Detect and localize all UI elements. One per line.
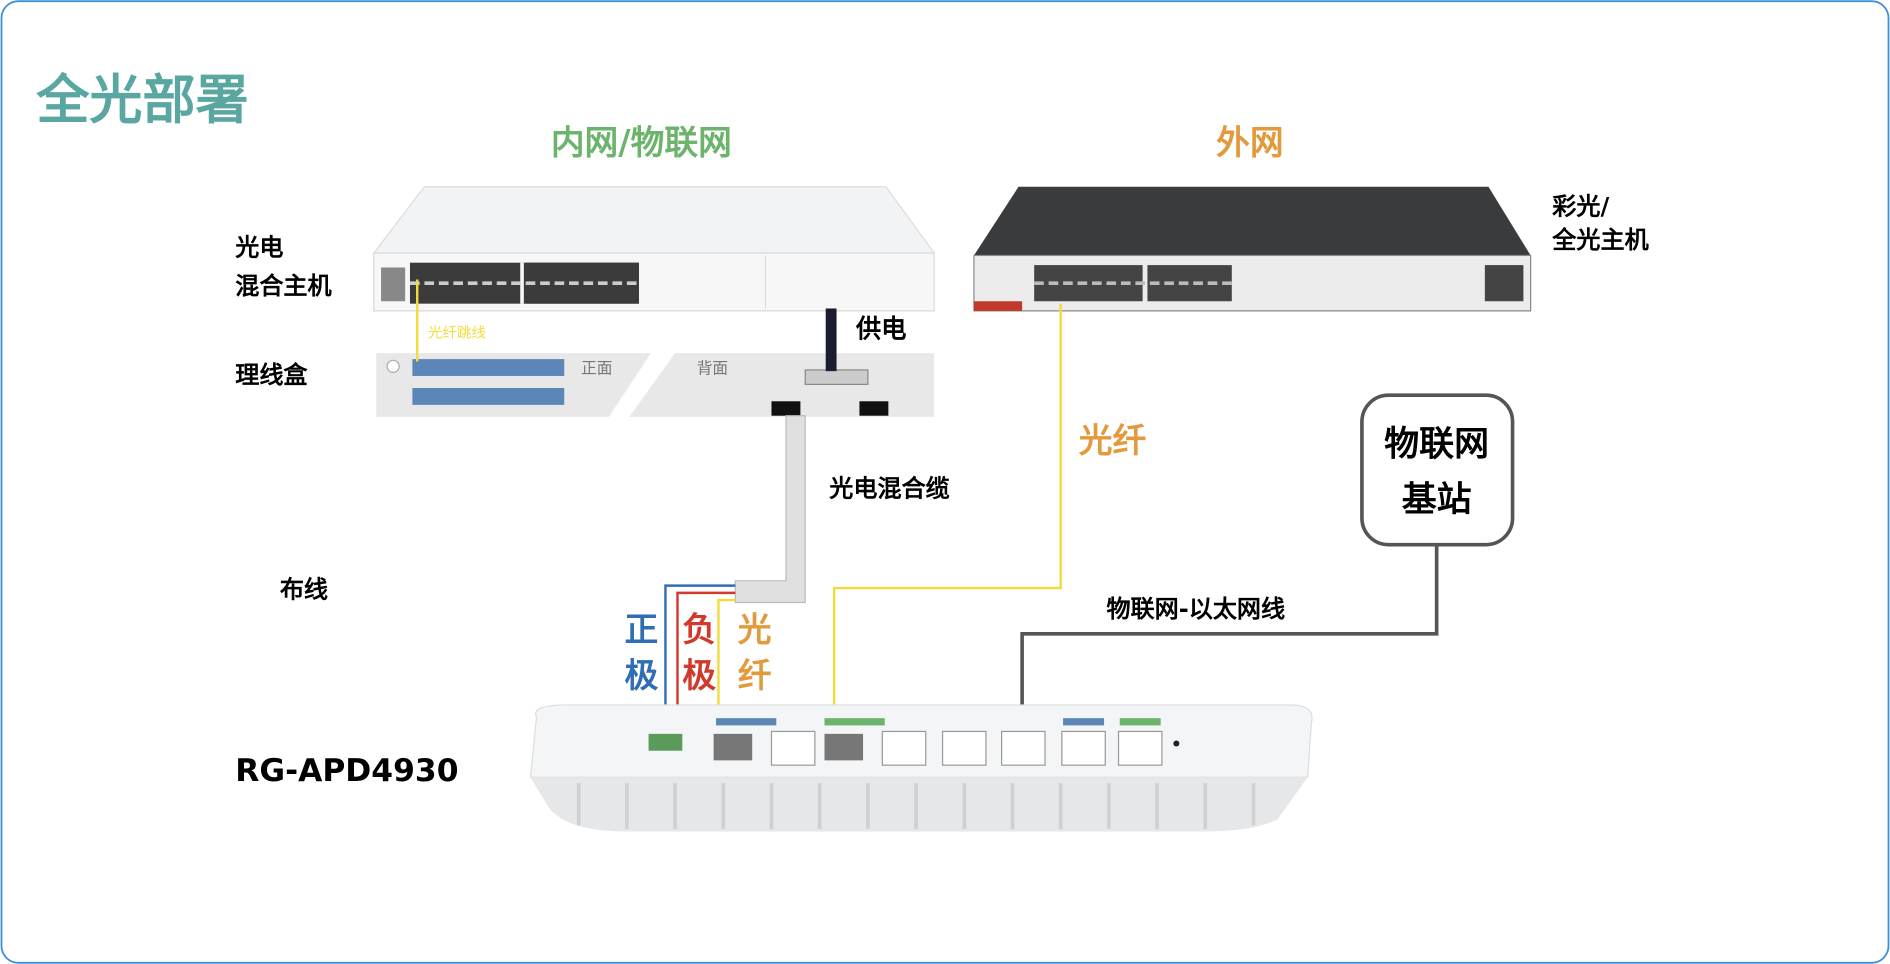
power-cable [825,308,837,372]
hybrid-cable [734,415,806,604]
page-title: 全光部署 [35,69,248,131]
patch-fiber-label: 光纤跳线 [428,324,486,341]
hybrid-host-label-1: 光电 [234,233,283,261]
negative-label-2: 极 [682,656,716,695]
external-fiber-line [832,303,1062,742]
hybrid-host-switch [372,186,936,312]
device-model-label: RG-APD4930 [235,753,458,789]
zone-external-label: 外网 [1216,123,1283,162]
cable-management-box [376,353,935,417]
hybrid-host-label-2: 混合主机 [235,272,332,300]
fiber-label-1: 光 [738,610,772,649]
iot-station-label-1: 物联网 [1384,424,1489,464]
fiber-label: 光纤 [1079,421,1146,460]
wiring-label: 布线 [280,576,328,604]
front-label: 正面 [581,359,612,378]
iot-ethernet-line [1020,544,1439,754]
ap-device [529,704,1313,832]
fiber-wire [717,598,736,742]
negative-wire [676,591,736,742]
negative-label-1: 负 [682,610,716,649]
iot-base-station [1360,393,1515,547]
positive-label-2: 极 [624,656,658,695]
power-label: 供电 [855,314,907,343]
cable-box-label: 理线盒 [235,361,308,389]
zone-internal-label: 内网/物联网 [551,123,732,162]
color-host-label-1: 彩光/ [1551,192,1609,220]
all-optical-host-switch [973,186,1532,312]
positive-label-1: 正 [624,610,658,649]
iot-station-label-2: 基站 [1402,480,1472,520]
hybrid-cable-label: 光电混合缆 [828,474,949,502]
back-label: 背面 [697,359,728,378]
color-host-label-2: 全光主机 [1551,226,1649,254]
positive-wire [664,584,736,742]
fiber-label-2: 纤 [738,656,772,695]
iot-ethernet-label: 物联网-以太网线 [1106,595,1285,623]
